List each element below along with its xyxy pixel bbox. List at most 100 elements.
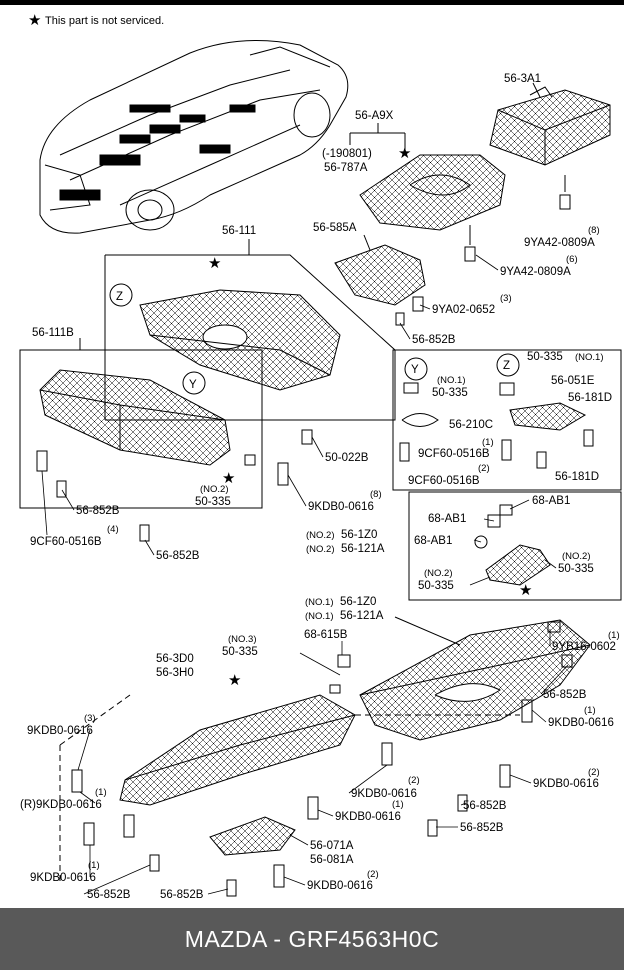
star-56-1Z0-no2: ★: [519, 582, 532, 599]
label-9KDB0-c: 9KDB0-0616: [27, 725, 93, 737]
part-56-071A-illustration: [209, 816, 296, 856]
part-56-585A-illustration: [334, 244, 426, 306]
tag-no2-c: (NO.2): [424, 568, 453, 579]
bolt-icon: [36, 450, 48, 472]
qty-9YA02-0652: (3): [500, 293, 512, 304]
part-56-111B-illustration: [39, 369, 231, 466]
label-56-181D-a: 56-181D: [568, 392, 612, 404]
bolt-icon: [559, 194, 571, 210]
label-zoom-z-detail: Z: [503, 360, 510, 372]
tag-no1-b: (NO.1): [437, 375, 466, 386]
label-56-051E: 56-051E: [551, 375, 595, 387]
zoom-y-marker: [182, 371, 206, 395]
label-9KDB0-g: 9KDB0-0616: [30, 872, 96, 884]
part-56-1Z0-illustration: [359, 619, 591, 741]
zoom-y-circle: [404, 357, 428, 381]
header-note: This part is not serviced.: [45, 15, 164, 27]
label-9KDB0-d: 9KDB0-0616: [533, 778, 599, 790]
tag-no1-121a: (NO.1): [305, 611, 334, 622]
label-50-335-c: 50-335: [195, 496, 231, 508]
label-56-852B-h: 56-852B: [160, 889, 204, 901]
part-56-111-illustration: [139, 289, 341, 391]
qty-9CF60-a: (1): [482, 437, 494, 448]
label-56-181D-b: 56-181D: [555, 471, 599, 483]
label-9YA42-0809A-b: 9YA42-0809A: [500, 266, 571, 278]
qty-9KDB0-d: (2): [588, 767, 600, 778]
label-56-852B-f: 56-852B: [460, 822, 504, 834]
qty-9YB16: (1): [608, 630, 620, 641]
label-68-AB1-c: 68-AB1: [414, 535, 452, 547]
qty-9YA42-0809A-a: (8): [588, 225, 600, 236]
part-56-3D0-illustration: [119, 694, 356, 806]
label-56-852B-g: 56-852B: [87, 889, 131, 901]
tag-no1-1z0: (NO.1): [305, 597, 334, 608]
label-68-615B: 68-615B: [304, 629, 348, 641]
qty-9KDB0-e: (2): [408, 775, 420, 786]
label-9CF60-c: 9CF60-0516B: [30, 536, 102, 548]
label-56-3D0: 56-3D0: [156, 653, 194, 665]
qty-r: (1): [95, 787, 107, 798]
footer-part-number: MAZDA - GRF4563H0C: [184, 925, 440, 952]
label-68-AB1-a: 68-AB1: [532, 495, 570, 507]
label-56-121A-b: 56-121A: [340, 610, 384, 622]
box-56-1Z0-no2: [408, 491, 622, 601]
clip-icon: [139, 524, 150, 542]
label-50-335-f: 50-335: [222, 646, 258, 658]
qty-9CF60-c: (4): [107, 524, 119, 535]
bolt-icon: [277, 462, 289, 486]
label-zoom-y-detail: Y: [411, 364, 419, 376]
label-zoom-z: Z: [116, 291, 123, 303]
label-56-111B: 56-111B: [32, 327, 74, 339]
box-56-111B: [19, 349, 263, 509]
label-56-787A: 56-787A: [324, 162, 368, 174]
tag-no2-121a: (NO.2): [306, 544, 335, 555]
zoom-z-circle: [496, 353, 520, 377]
label-9CF60-a: 9CF60-0516B: [418, 448, 490, 460]
qty-9CF60-b: (2): [478, 463, 490, 474]
label-56-852B-b: 56-852B: [76, 505, 120, 517]
label-56-852B-c: 56-852B: [156, 550, 200, 562]
label-zoom-y: Y: [189, 379, 197, 391]
star-56-787A: ★: [398, 145, 411, 162]
clip-icon: [301, 429, 313, 445]
leader-lines: [41, 254, 569, 895]
parts-diagram: ★ This part is not serviced.: [0, 5, 624, 908]
parts-diagram-svg: ★ This part is not serviced.: [19, 12, 622, 901]
tag-no2-1z0: (NO.2): [306, 530, 335, 541]
tag-no2-b: (NO.2): [562, 551, 591, 562]
qty-9KDB0-f: (1): [392, 799, 404, 810]
label-56-585A: 56-585A: [313, 222, 357, 234]
clip-icon: [244, 454, 256, 466]
qty-9KDB0-a: (8): [370, 489, 382, 500]
tag-no3: (NO.3): [228, 634, 257, 645]
label-56-A9X: 56-A9X: [355, 110, 394, 122]
label-9KDB0-b: 9KDB0-0616: [548, 717, 614, 729]
label-56-1Z0-b: 56-1Z0: [340, 596, 376, 608]
label-68-AB1-b: 68-AB1: [428, 513, 466, 525]
top-border: [0, 0, 624, 5]
label-9KDB0-h: 9KDB0-0616: [307, 880, 373, 892]
bolt-icon: [464, 246, 476, 262]
label-9KDB0-r: (R)9KDB0-0616: [20, 799, 102, 811]
leader-56-3A1: [532, 82, 541, 98]
label-56-852B-e: 56-852B: [463, 800, 507, 812]
qty-9YA42-0809A-b: (6): [566, 254, 578, 265]
qty-9KDB0-c: (3): [84, 713, 96, 724]
label-50-022B: 50-022B: [325, 452, 369, 464]
tag-no2-a: (NO.2): [200, 484, 229, 495]
label-50-335-b: 50-335: [432, 387, 468, 399]
label-9CF60-b: 9CF60-0516B: [408, 475, 480, 487]
black-star-icon: ★: [28, 12, 41, 29]
label-56-852B-d: 56-852B: [543, 689, 587, 701]
qty-9KDB0-g: (1): [88, 860, 100, 871]
label-9YB16: 9YB16-0602: [552, 641, 616, 653]
label-9YA02-0652: 9YA02-0652: [432, 304, 495, 316]
zoom-z-marker: [109, 283, 133, 307]
star-56-111B: ★: [222, 470, 235, 487]
part-56-787A-illustration: [359, 154, 506, 231]
bolt-icon: [412, 296, 424, 312]
footer-bar: MAZDA - GRF4563H0C: [0, 908, 624, 970]
label-56-3H0: 56-3H0: [156, 667, 194, 679]
tag-no1: (NO.1): [575, 352, 604, 363]
label-56-081A: 56-081A: [310, 854, 354, 866]
